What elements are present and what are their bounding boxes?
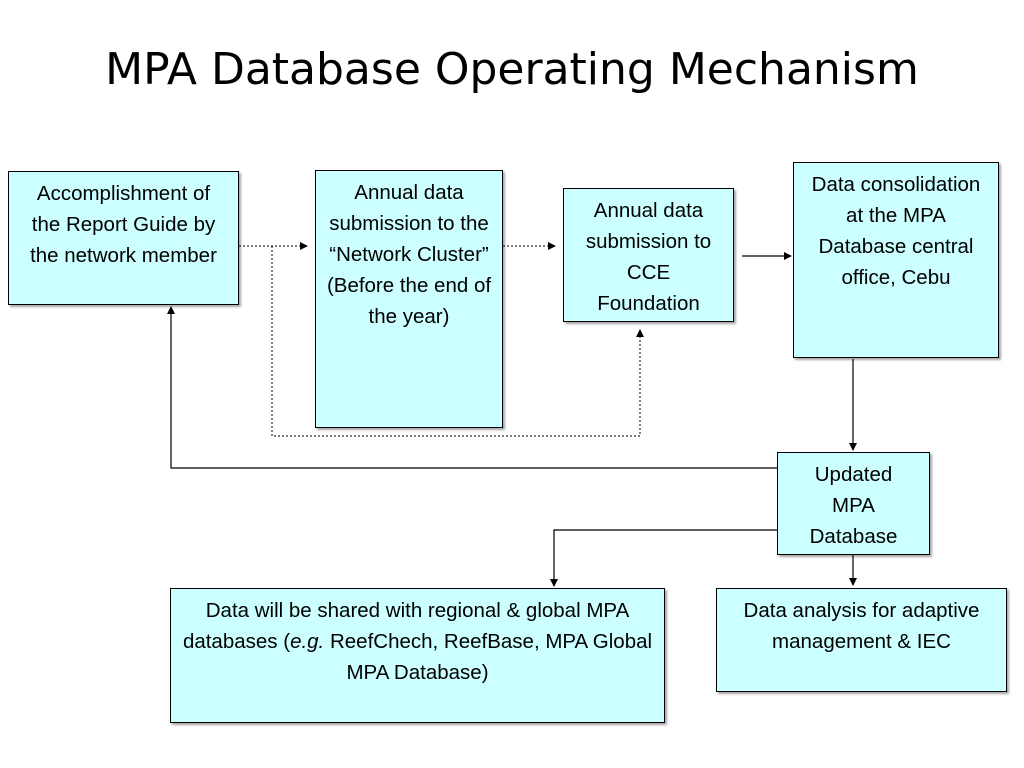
node-network-cluster: Annual data submission to the “Network C… [315, 170, 503, 428]
node-shared-prefix: Data will be shared with regional & glob… [182, 599, 630, 653]
node-accomplishment-label: Accomplishment of the Report Guide by th… [30, 182, 217, 267]
node-shared-italic: e.g. [290, 630, 325, 653]
node-updated-db: Updated MPA Database [777, 452, 930, 555]
node-updated-db-label: Updated MPA Database [809, 463, 898, 548]
node-analysis: Data analysis for adaptive management & … [716, 588, 1007, 692]
node-accomplishment: Accomplishment of the Report Guide by th… [8, 171, 239, 305]
node-cce-foundation-label: Annual data submission to CCE Foundation [585, 199, 712, 315]
node-shared-label: Data will be shared with regional & glob… [181, 595, 654, 688]
node-shared-suffix: ReefChech, ReefBase, MPA Global MPA Data… [324, 630, 653, 684]
arrow-updated-to-shared [550, 529, 777, 587]
node-shared: Data will be shared with regional & glob… [170, 588, 665, 723]
page-title: MPA Database Operating Mechanism [105, 44, 919, 95]
node-analysis-label: Data analysis for adaptive management & … [743, 599, 980, 653]
node-consolidation-label: Data consolidation at the MPA Database c… [811, 173, 981, 289]
node-cce-foundation: Annual data submission to CCE Foundation [563, 188, 734, 322]
node-network-cluster-label: Annual data submission to the “Network C… [326, 181, 492, 328]
node-consolidation: Data consolidation at the MPA Database c… [793, 162, 999, 358]
